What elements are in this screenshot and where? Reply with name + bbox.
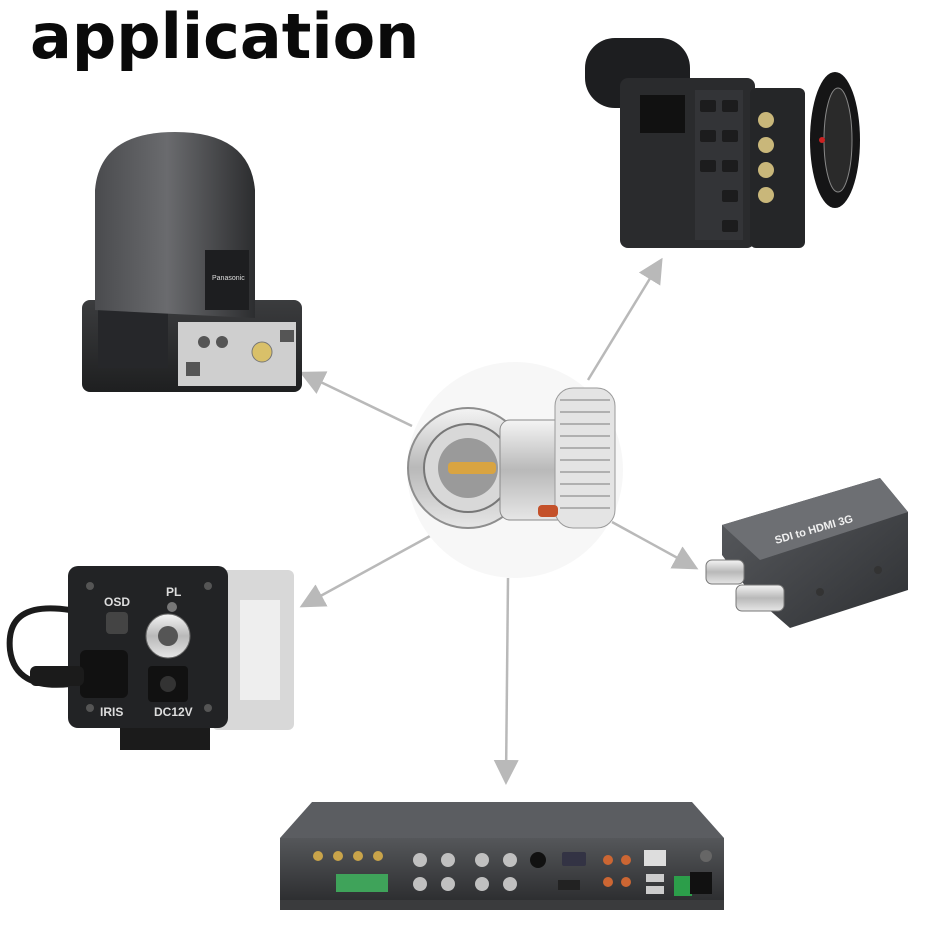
- arrows: [299, 257, 699, 785]
- box-camera: OSD PL IRIS DC12V: [6, 566, 294, 750]
- arrow-icon: [611, 520, 699, 570]
- arrow-icon: [299, 534, 431, 608]
- ptz-brand: Panasonic: [212, 275, 245, 282]
- page-title: application: [30, 0, 420, 73]
- arrow-icon: [299, 371, 413, 428]
- dc-label: DC12V: [154, 705, 193, 719]
- ptz-camera: Panasonic: [82, 132, 302, 392]
- arrow-icon: [586, 257, 663, 381]
- osd-label: OSD: [104, 595, 130, 609]
- arrow-icon: [493, 577, 519, 785]
- dvr-recorder: [280, 802, 724, 910]
- sdi-hdmi-converter: SDI to HDMI 3G: [705, 478, 908, 628]
- pl-label: PL: [166, 585, 181, 599]
- iris-label: IRIS: [100, 705, 123, 719]
- cinema-camera: [585, 38, 860, 248]
- bnc-connector-icon: [407, 362, 623, 578]
